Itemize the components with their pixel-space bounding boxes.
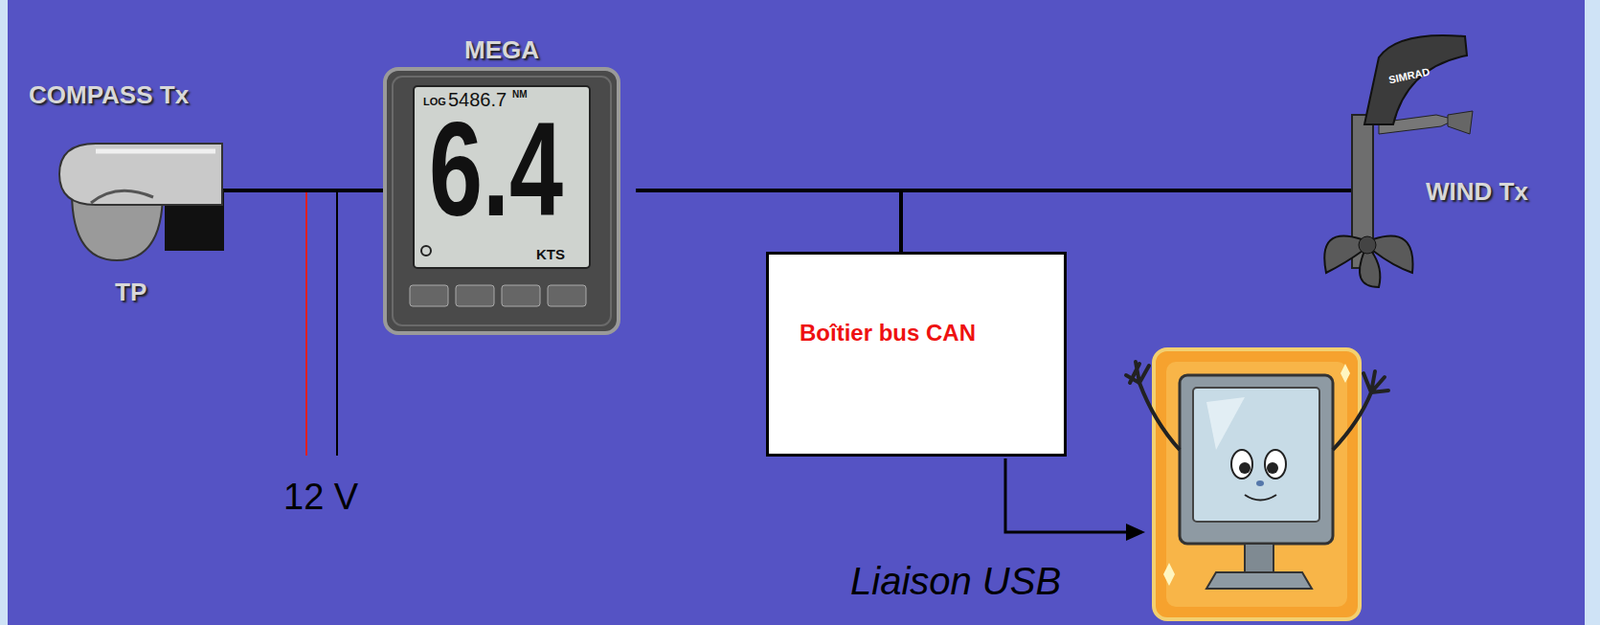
device-label: WIND Tx bbox=[1425, 177, 1529, 207]
wind-illustration bbox=[1324, 35, 1473, 288]
display-text: NM bbox=[512, 89, 528, 100]
box-label: Boîtier bus CAN bbox=[799, 319, 976, 347]
wind-transmitter: SIMRAD WIND Tx bbox=[1335, 23, 1583, 302]
compass-transmitter: COMPASS Tx TP bbox=[21, 76, 275, 321]
display-text: 6.4 bbox=[428, 102, 564, 237]
device-label: COMPASS Tx bbox=[28, 80, 189, 111]
display-unit: MEGALOG5486.7NM6.4KTS bbox=[383, 33, 636, 336]
power-wire bbox=[305, 190, 308, 456]
link-label: Liaison USB bbox=[850, 560, 1061, 604]
ground-wire bbox=[336, 190, 339, 456]
can-bus-box: Boîtier bus CAN bbox=[766, 251, 1067, 457]
brand-label: SIMRAD bbox=[1387, 66, 1431, 87]
bus-line bbox=[635, 190, 902, 252]
voltage-label: 12 V bbox=[283, 476, 359, 519]
compass-illustration bbox=[59, 143, 278, 261]
usb-link-arrow bbox=[1005, 458, 1146, 541]
computer-illustration bbox=[1126, 349, 1389, 620]
bus-line bbox=[274, 188, 384, 193]
device-label: MEGA bbox=[383, 35, 621, 66]
display-illustration bbox=[384, 68, 619, 334]
display-text: KTS bbox=[536, 246, 565, 263]
device-label: TP bbox=[114, 277, 147, 308]
